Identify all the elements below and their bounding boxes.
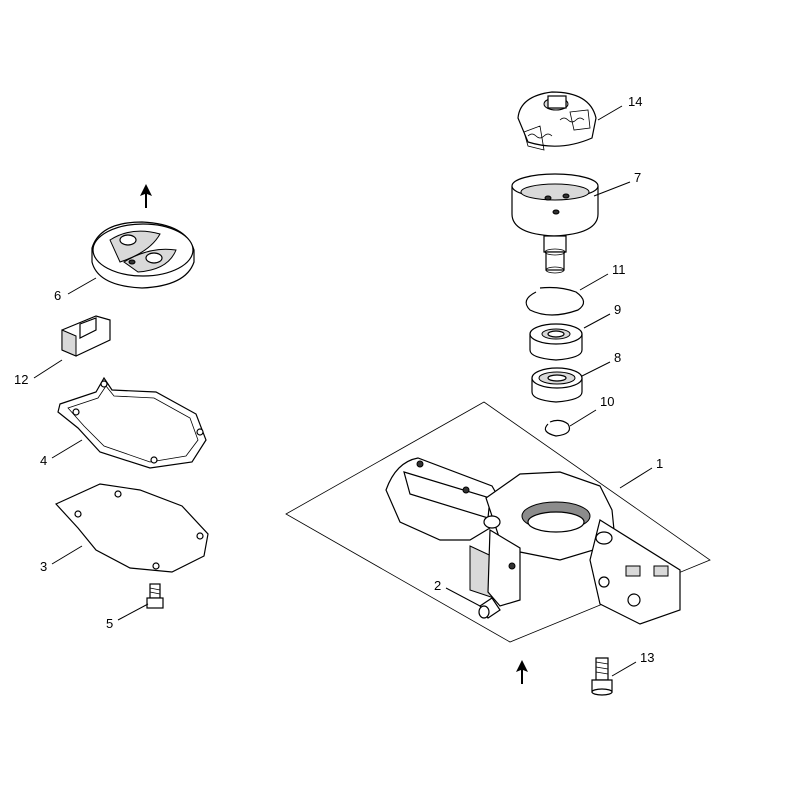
gear-case-housing-part (285, 401, 711, 643)
callout-8: 8 (614, 350, 621, 365)
callout-10: 10 (600, 394, 614, 409)
callout-3: 3 (40, 559, 47, 574)
callout-1: 1 (656, 456, 663, 471)
snap-ring-part (525, 286, 585, 316)
leader-line (67, 277, 97, 295)
u-block-part (61, 315, 111, 357)
up-arrow-icon (516, 660, 528, 684)
clutch-drum-part (511, 173, 599, 274)
leader-line (579, 273, 609, 291)
screw-part-5 (146, 583, 164, 609)
gasket-part (57, 376, 207, 469)
up-arrow-icon (140, 184, 152, 208)
ball-bearing-lower-part (531, 367, 583, 403)
callout-12: 12 (14, 372, 28, 387)
ball-bearing-upper-part (529, 323, 583, 361)
leader-line (593, 181, 631, 197)
leader-line (51, 545, 83, 565)
leader-line (619, 467, 653, 489)
callout-7: 7 (634, 170, 641, 185)
callout-2: 2 (434, 578, 441, 593)
callout-13: 13 (640, 650, 654, 665)
leader-line (611, 661, 637, 677)
bolt-part-13 (591, 657, 613, 696)
leader-line (51, 439, 83, 459)
callout-5: 5 (106, 616, 113, 631)
callout-9: 9 (614, 302, 621, 317)
leader-line (33, 359, 63, 379)
leader-line (117, 603, 149, 621)
cover-plate-part (54, 483, 209, 573)
leader-line (581, 361, 611, 377)
leader-line (597, 105, 623, 121)
callout-14: 14 (628, 94, 642, 109)
leader-line (445, 587, 481, 607)
clutch-shoe-assembly-part (517, 91, 597, 151)
callout-11: 11 (612, 262, 626, 277)
clutch-plate-part (91, 221, 195, 289)
grease-fitting-part (478, 597, 501, 619)
retaining-ring-part (544, 419, 571, 437)
callout-4: 4 (40, 453, 47, 468)
leader-line (583, 313, 611, 329)
leader-line (569, 409, 597, 427)
callout-6: 6 (54, 288, 61, 303)
